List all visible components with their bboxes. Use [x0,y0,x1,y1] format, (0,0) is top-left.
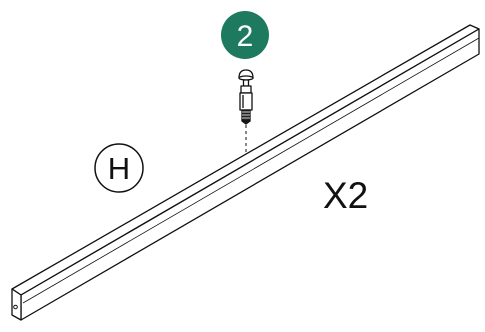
cam-bolt-icon [238,69,254,125]
rail-board [11,24,480,321]
step-badge: 2 [221,11,269,59]
rail-end-hole [13,304,18,310]
step-badge-circle [221,11,269,59]
part-label: H [94,143,144,193]
step-number: 2 [237,20,254,53]
part-letter: H [108,151,130,186]
part-label-circle [94,143,144,193]
quantity-label: X2 [323,175,368,216]
